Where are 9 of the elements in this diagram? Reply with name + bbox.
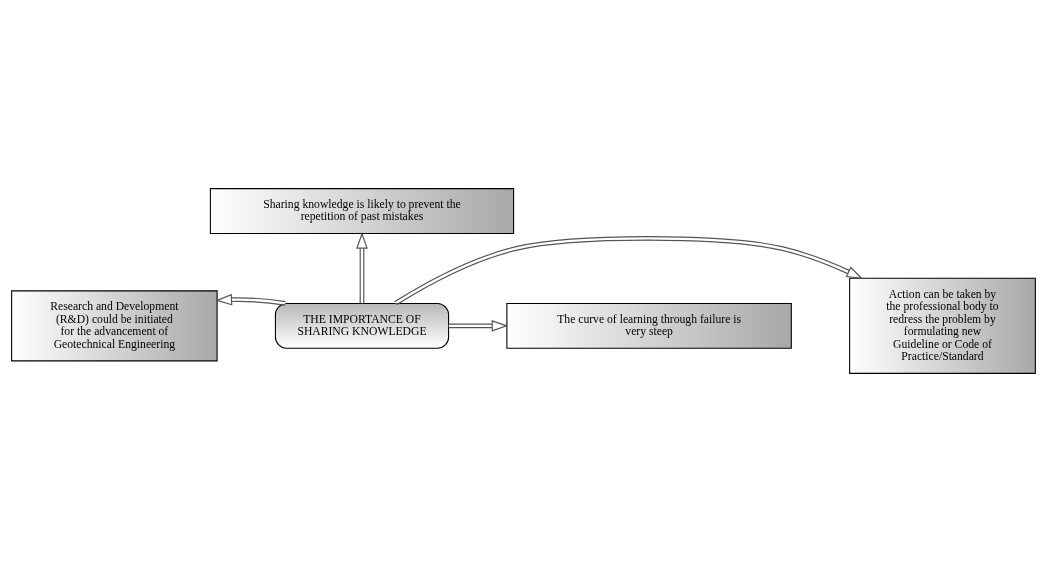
node-box: The curve of learning through failure is very steep — [506, 302, 792, 349]
node-box: Research and Development (R&D) could be initiated for the advancement of Geotechnical Engineering — [11, 289, 218, 361]
arrow — [356, 231, 368, 304]
arrow — [394, 235, 864, 305]
arrow — [448, 319, 509, 332]
node-box: THE IMPORTANCE OF SHARING KNOWLEDGE — [274, 302, 450, 349]
node-box: Action can be taken by the professional body to redress the problem by formulating new Guideline or Code of Practice/Standard — [849, 277, 1036, 374]
node-box: Sharing knowledge is likely to prevent the repetition of past mistakes — [209, 187, 515, 234]
arrow — [215, 293, 287, 306]
